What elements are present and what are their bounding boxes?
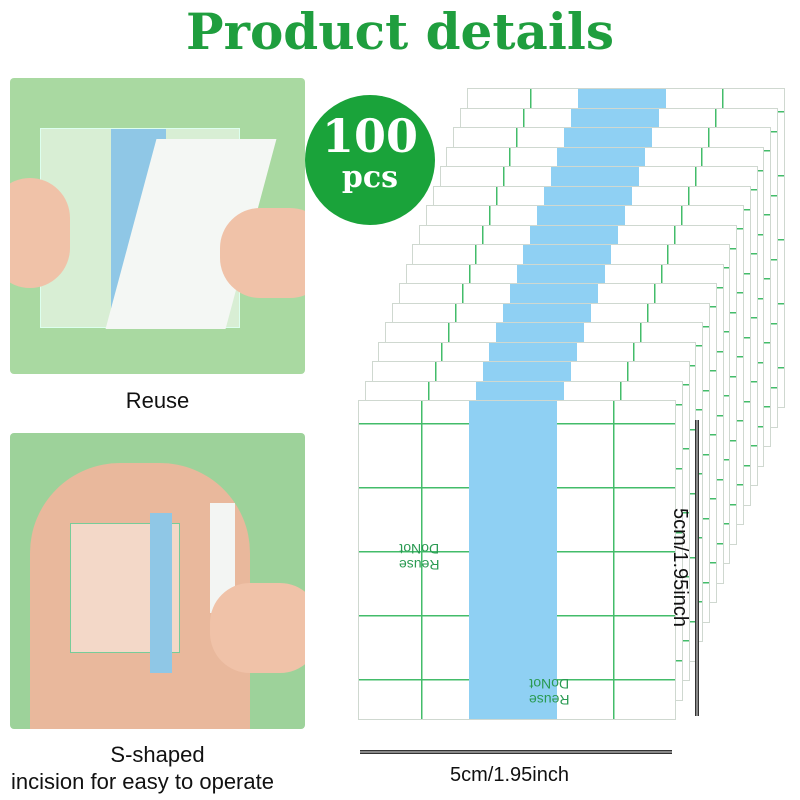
- reuse-caption: Reuse: [125, 388, 190, 413]
- height-arrow: [695, 420, 699, 716]
- page-title: Product details: [186, 2, 614, 61]
- patch-text-line2: Reuse: [529, 692, 570, 708]
- patch-text-line1: DoNot: [399, 541, 440, 557]
- incision-photo: [10, 433, 305, 729]
- width-label: 5cm/1.95inch: [450, 764, 569, 786]
- incision-caption-line2: incision for easy to operate: [11, 769, 274, 794]
- incision-caption-line1: S-shaped: [110, 742, 205, 767]
- patch-text-line1: DoNot: [529, 676, 570, 692]
- height-label: 5cm/1.95inch: [668, 508, 691, 627]
- incision-caption: S-shaped incision for easy to operate: [10, 741, 305, 795]
- patch-text-line2: Reuse: [399, 557, 440, 573]
- quantity-count: 100: [321, 109, 419, 163]
- quantity-unit: pcs: [341, 160, 399, 195]
- quantity-badge: 100 pcs: [305, 95, 435, 225]
- width-arrow: [360, 750, 672, 754]
- patch-illustration: [40, 128, 277, 329]
- reuse-photo: [10, 78, 305, 374]
